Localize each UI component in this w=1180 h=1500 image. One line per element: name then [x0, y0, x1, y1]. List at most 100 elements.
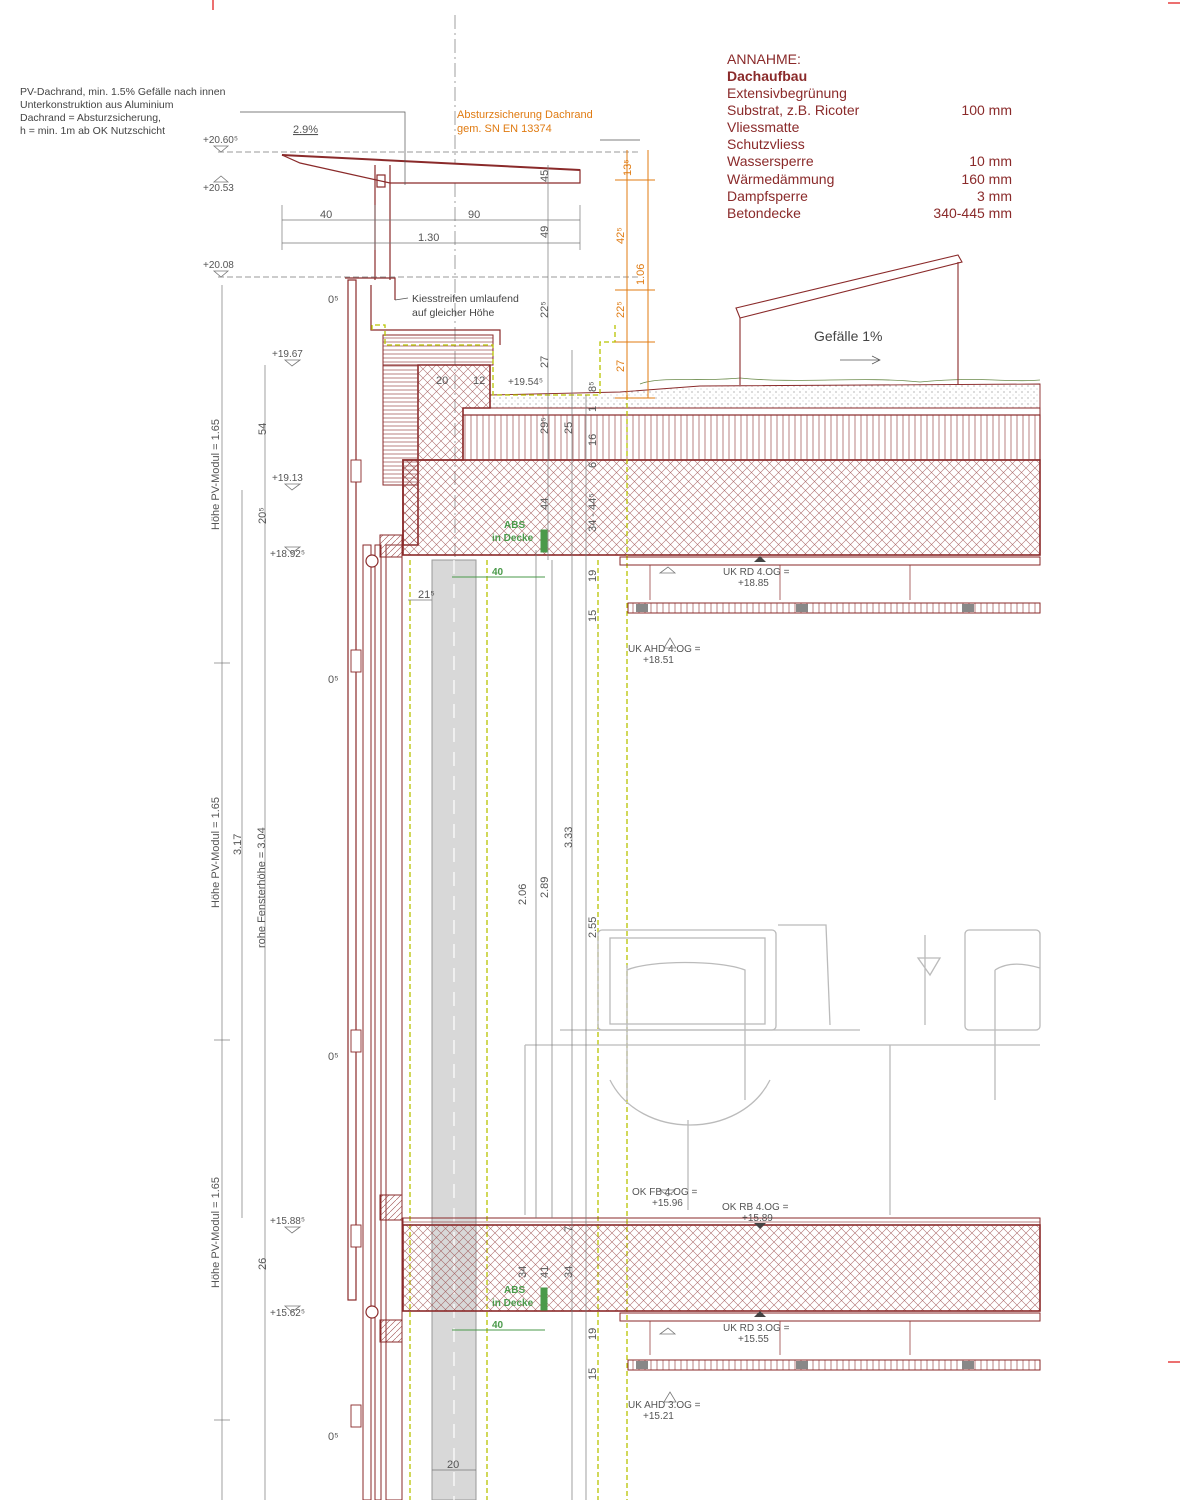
dimension-lines [214, 151, 640, 1500]
level-label: +15.62⁵ [270, 1308, 305, 1319]
legend-row-label: Dampfsperre [727, 188, 808, 204]
facade [350, 459, 477, 1500]
level-label: +15.88⁵ [270, 1216, 305, 1227]
dim-label: 27 [615, 360, 627, 372]
level-markers [212, 145, 677, 1403]
ceiling-label: OK FB 4.OG = [632, 1187, 697, 1198]
dim-label: 34 - 44⁵ [587, 493, 599, 532]
legend-row-label: Betondecke [727, 205, 801, 221]
parapet [345, 277, 501, 1301]
dim-label: 40 [320, 209, 332, 221]
dim-label: 1.30 [418, 232, 439, 244]
dim-label: 90 [468, 209, 480, 221]
legend-rows: Extensivbegrünung Substrat, z.B. Ricoter… [727, 85, 1012, 221]
dim-label: 0⁵ [328, 294, 339, 306]
dim-label: 12 [473, 375, 485, 387]
dim-label: 2.89 [539, 877, 551, 898]
level-label: +18.92⁵ [270, 549, 305, 560]
legend-row-value: 10 mm [969, 153, 1012, 169]
ceiling-value: +15.55 [738, 1334, 769, 1345]
roof-slab [402, 377, 1041, 556]
dim-label: 1 [587, 406, 599, 412]
note-line: PV-Dachrand, min. 1.5% Gefälle nach inne… [20, 86, 226, 98]
level-label: +20.53 [203, 183, 234, 194]
dim-label: 0⁵ [328, 1051, 339, 1063]
dim-label: 16 [587, 434, 599, 446]
level-label: +19.54⁵ [508, 377, 543, 388]
ceiling-value: +15.21 [643, 1411, 674, 1422]
legend-row-label: Substrat, z.B. Ricoter [727, 102, 860, 118]
office-furniture [524, 924, 1041, 1215]
legend-row-label: Extensivbegrünung [727, 85, 847, 101]
note-line: gem. SN EN 13374 [457, 123, 552, 135]
dim-label: 13⁵ [622, 159, 634, 176]
dim-label: 19 [587, 570, 599, 582]
ceiling-label: UK AHD 3.OG = [628, 1400, 701, 1411]
dim-label: 42⁵ [615, 227, 627, 244]
abs-label: in Decke [492, 533, 534, 544]
abs-dim: 40 [492, 1320, 504, 1331]
dim-label: 15 [587, 1368, 599, 1380]
level-label: +20.60⁵ [203, 135, 238, 146]
abs-label: in Decke [492, 1298, 534, 1309]
pv-module-height-label: Höhe PV-Modul = 1.65 [210, 419, 222, 530]
legend-row-label: Wassersperre [727, 153, 814, 169]
pv-slope-label: 2.9% [293, 124, 318, 136]
leader-lines [240, 111, 881, 365]
ceiling-label: UK RD 3.OG = [723, 1323, 790, 1334]
dim-label: 2.06 [517, 884, 529, 905]
dim-label: 54 [257, 423, 269, 435]
dim-label: 2.55 [587, 917, 599, 938]
dim-label: 0⁵ [328, 1431, 339, 1443]
vertical-dims: 13⁵ 42⁵ 1.06 22⁵ 27 45 49 22⁵ 27 25 29⁵ … [210, 159, 647, 1380]
legend-row-label: Wärmedämmung [727, 171, 834, 187]
dim-label: 22⁵ [615, 301, 627, 318]
pv-module-height-label: Höhe PV-Modul = 1.65 [210, 1177, 222, 1288]
abs-dim: 40 [492, 567, 504, 578]
legend-row-label: Schutzvliess [727, 136, 805, 152]
roof-buildup-legend: ANNAHME: Dachaufbau Extensivbegrünung Su… [727, 51, 1012, 221]
level-label: +19.67 [272, 349, 303, 360]
abs-dims [452, 529, 548, 1331]
dim-label: 44 [539, 498, 551, 510]
dim-label: 20 [447, 1459, 459, 1471]
dim-label: 21⁵ [418, 589, 435, 601]
legend-title: Dachaufbau [727, 68, 807, 84]
gravel-note: Kiesstreifen umlaufend auf gleicher Höhe [412, 293, 519, 319]
abs-label: ABS [504, 520, 525, 531]
legend-header: ANNAHME: [727, 51, 801, 67]
legend-row-label: Vliessmatte [727, 119, 800, 135]
note-line: Dachrand = Absturzsicherung, [20, 112, 161, 124]
dim-label: 34 [517, 1266, 529, 1278]
ceilings [619, 556, 1041, 1371]
floor-slab [402, 1217, 1041, 1312]
horizontal-dims: 40 90 1.30 20 12 21⁵ 20 0⁵ 0⁵ 0⁵ 0⁵ [320, 209, 485, 1471]
corner-marks [212, 0, 1180, 1363]
dim-label: 49 [539, 226, 551, 238]
dim-label: 8⁵ [587, 381, 599, 392]
fall-protection-note: Absturzsicherung Dachrand gem. SN EN 133… [457, 109, 593, 135]
abs-labels: ABS in Decke ABS in Decke 40 40 [492, 520, 534, 1331]
window-height-label: rohe Fensterhöhe = 3.04 [256, 827, 268, 948]
pv-edge-note: PV-Dachrand, min. 1.5% Gefälle nach inne… [20, 86, 226, 137]
dim-label: 26 [257, 1258, 269, 1270]
legend-row-value: 3 mm [977, 188, 1012, 204]
dim-label: 41 [539, 1266, 551, 1278]
note-line: h = min. 1m ab OK Nutzschicht [20, 125, 165, 137]
note-line: auf gleicher Höhe [412, 307, 494, 319]
abs-label: ABS [504, 1285, 525, 1296]
dim-label: 27 [539, 356, 551, 368]
dim-label: 19 [587, 1328, 599, 1340]
ceiling-value: +15.89 [742, 1213, 773, 1224]
note-line: Unterkonstruktion aus Aluminium [20, 99, 174, 111]
ceiling-value: +15.96 [652, 1198, 683, 1209]
dim-label: 34 [563, 1266, 575, 1278]
level-label: +20.08 [203, 260, 234, 271]
ceiling-label: UK AHD 4.OG = [628, 644, 701, 655]
dim-label: 20 [436, 375, 448, 387]
dim-label: 29⁵ [539, 417, 551, 434]
level-label: +19.13 [272, 473, 303, 484]
pv-module-roof [735, 254, 963, 385]
dim-label: 3.33 [563, 827, 575, 848]
total-height-label: 3.17 [232, 834, 244, 855]
